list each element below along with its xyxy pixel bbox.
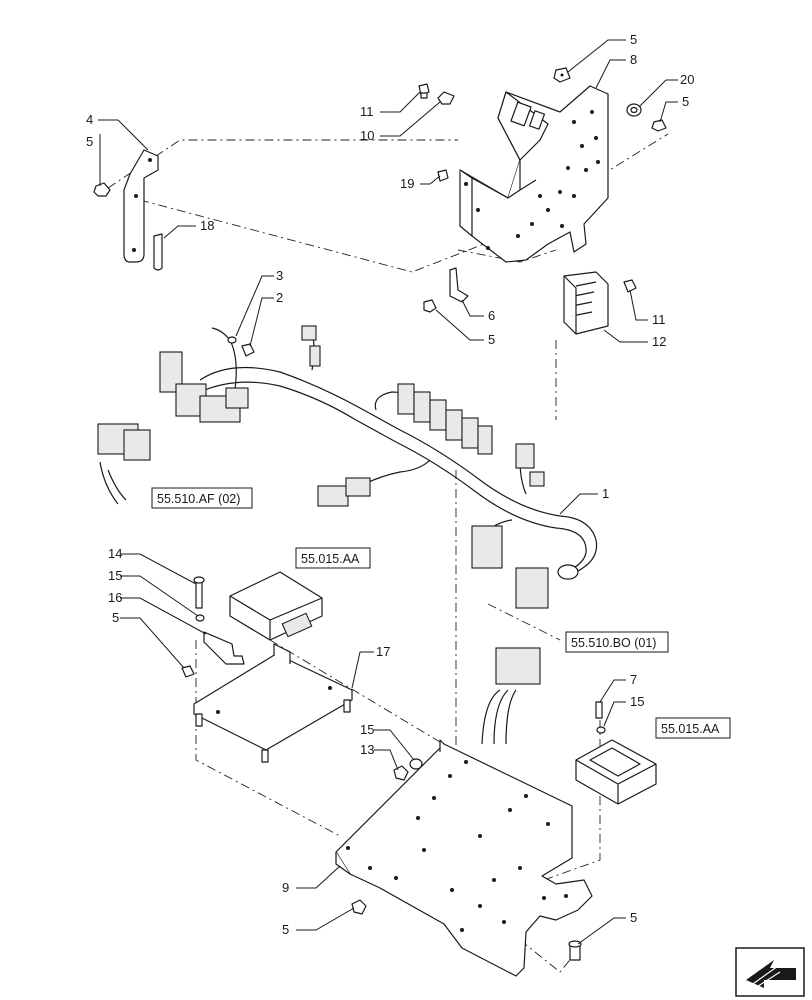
nut-13	[393, 765, 409, 781]
ref-55-510-bo[interactable]: 55.510.BO (01)	[565, 631, 669, 653]
bolt-14	[193, 576, 205, 609]
washer-15-mid	[409, 758, 423, 770]
mounting-bracket-8	[459, 85, 609, 263]
base-plate-9	[335, 739, 593, 977]
bolt-5-mid	[423, 299, 437, 313]
callout-12: 12	[652, 334, 666, 349]
washer-15-left	[195, 614, 205, 622]
callout-7: 7	[630, 672, 637, 687]
bolt-11-right	[623, 279, 637, 293]
callout-19: 19	[400, 176, 414, 191]
ref-55-510-bo-label: 55.510.BO (01)	[571, 636, 656, 650]
callout-16: 16	[108, 590, 122, 605]
callout-4: 4	[86, 112, 93, 127]
callout-15: 15	[108, 568, 122, 583]
callout-5: 5	[112, 610, 119, 625]
ref-55-015-aa-right-label: 55.015.AA	[661, 722, 720, 736]
callout-2: 2	[276, 290, 283, 305]
callout-5: 5	[682, 94, 689, 109]
callout-13: 13	[360, 742, 374, 757]
nut-5-right	[651, 119, 667, 132]
ref-55-015-aa-left-label: 55.015.AA	[301, 552, 360, 566]
callout-15: 15	[630, 694, 644, 709]
callout-numbers: 5 8 20 5 11 10 19 4 5 18 3 2 6 5 11 12 1…	[86, 32, 694, 937]
callout-3: 3	[276, 268, 283, 283]
clip-3	[227, 336, 237, 344]
leader-lines	[98, 39, 678, 945]
pin-18	[153, 233, 163, 271]
wire-harness-1	[97, 325, 598, 609]
next-page-arrow-icon[interactable]	[735, 947, 805, 997]
bolt-2	[241, 343, 255, 357]
harness-bo	[481, 647, 541, 745]
callout-17: 17	[376, 644, 390, 659]
callout-14: 14	[108, 546, 122, 561]
washer-15-right	[596, 726, 606, 734]
callout-10: 10	[360, 128, 374, 143]
ref-55-510-af-label: 55.510.AF (02)	[157, 492, 240, 506]
fuse-holder-12	[563, 271, 609, 335]
grommet-20	[626, 103, 642, 117]
ecu-right	[575, 739, 657, 805]
bolt-5-base-left	[351, 899, 367, 915]
callout-11: 11	[360, 104, 374, 119]
clip-6	[449, 267, 469, 303]
callout-5: 5	[630, 32, 637, 47]
ref-55-015-aa-right[interactable]: 55.015.AA	[655, 717, 731, 739]
control-module-left	[229, 571, 323, 641]
callout-5: 5	[86, 134, 93, 149]
mounting-plate-17	[193, 643, 353, 763]
callout-5: 5	[630, 910, 637, 925]
bolt-11-top	[418, 83, 430, 99]
callout-8: 8	[630, 52, 637, 67]
ref-55-510-af[interactable]: 55.510.AF (02)	[151, 487, 253, 509]
callout-18: 18	[200, 218, 214, 233]
bolt-5-left	[93, 182, 111, 197]
bracket-16	[203, 631, 245, 665]
fuse-row	[397, 383, 493, 455]
callout-6: 6	[488, 308, 495, 323]
callout-5: 5	[488, 332, 495, 347]
callout-11: 11	[652, 312, 666, 327]
bolt-7	[595, 701, 603, 719]
bolt-5-base-right	[568, 940, 582, 961]
bolt-19	[437, 169, 449, 182]
callout-20: 20	[680, 72, 694, 87]
callout-1: 1	[602, 486, 609, 501]
clip-10	[437, 91, 455, 105]
left-bracket-4	[123, 149, 159, 263]
nut-5-top	[553, 67, 571, 83]
callout-9: 9	[282, 880, 289, 895]
callout-5: 5	[282, 922, 289, 937]
callout-15: 15	[360, 722, 374, 737]
ref-55-015-aa-left[interactable]: 55.015.AA	[295, 547, 371, 569]
bolt-5-left-low	[181, 665, 195, 678]
